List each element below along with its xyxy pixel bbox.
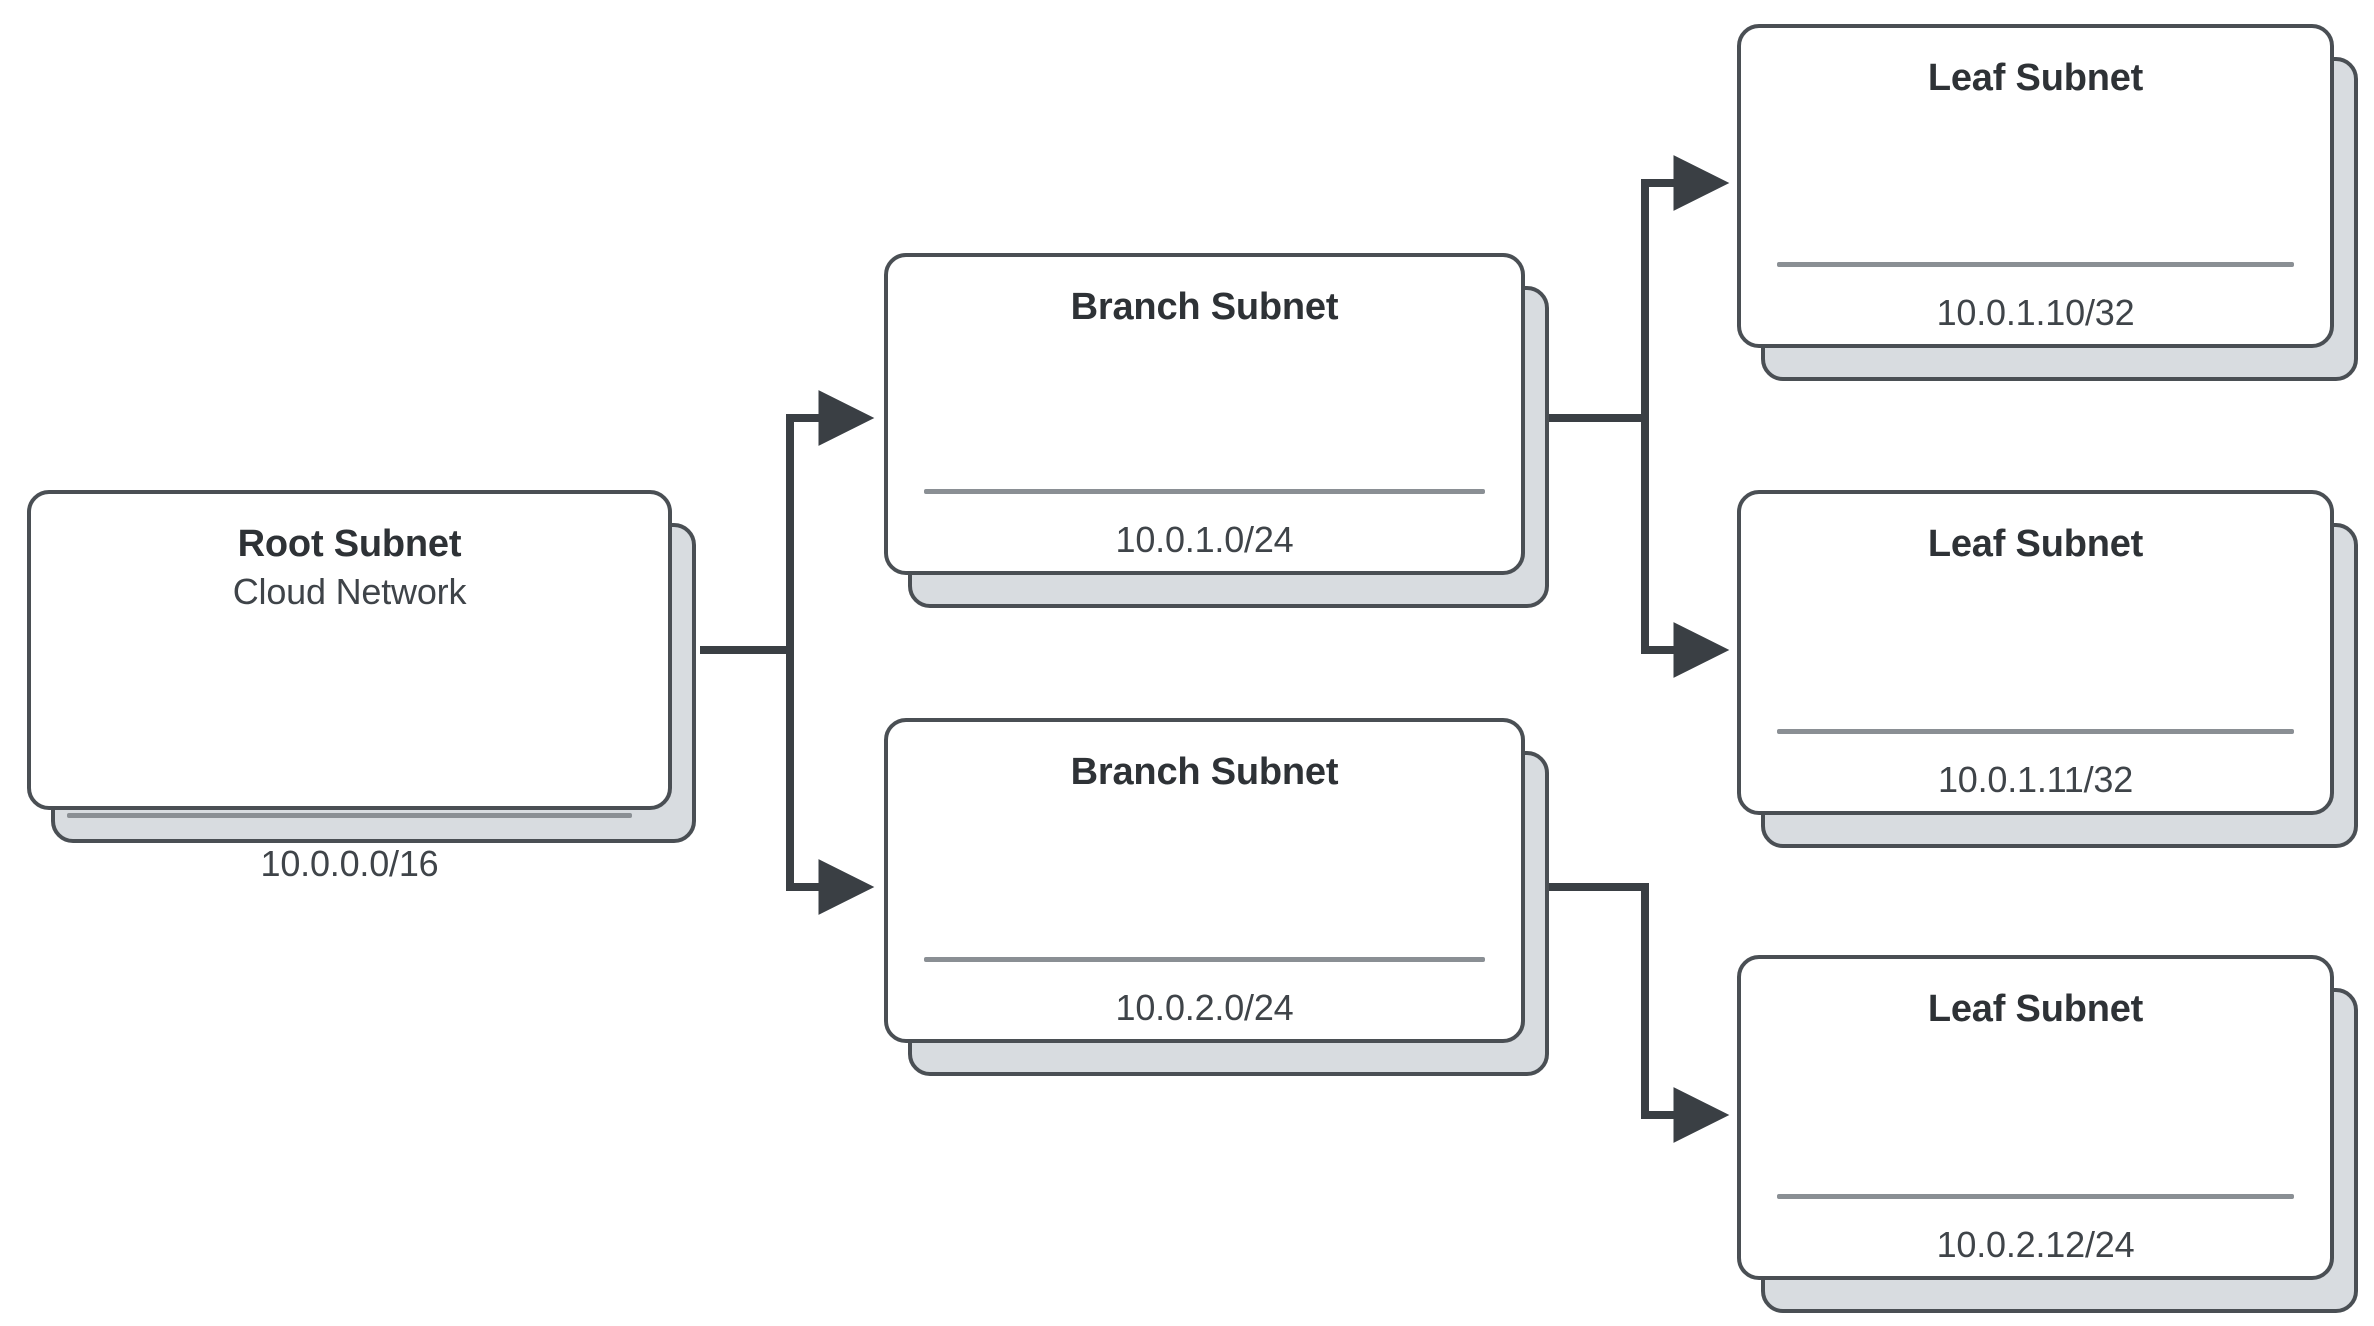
- card-body: 10.0.2.0/24: [888, 797, 1521, 1039]
- node-leaf-subnet-3[interactable]: Leaf Subnet 10.0.2.12/24: [1737, 955, 2358, 1313]
- node-title: Root Subnet: [237, 523, 462, 565]
- node-cidr: 10.0.2.12/24: [1936, 1223, 2135, 1265]
- card-face: Leaf Subnet 10.0.1.11/32: [1737, 490, 2334, 815]
- card-header: Leaf Subnet: [1741, 959, 2330, 1034]
- node-title: Branch Subnet: [1070, 751, 1339, 793]
- card-body: 10.0.1.10/32: [1741, 103, 2330, 344]
- card-face: Branch Subnet 10.0.2.0/24: [884, 718, 1525, 1043]
- card-face: Leaf Subnet 10.0.1.10/32: [1737, 24, 2334, 348]
- card-header: Leaf Subnet: [1741, 28, 2330, 103]
- node-subtitle: Cloud Network: [232, 570, 467, 612]
- card-body: 10.0.1.11/32: [1741, 569, 2330, 811]
- card-divider: [1777, 728, 2294, 734]
- card-body: 10.0.2.12/24: [1741, 1034, 2330, 1276]
- card-header: Leaf Subnet: [1741, 494, 2330, 569]
- node-cidr: 10.0.0.0/16: [260, 843, 439, 885]
- card-divider: [1777, 261, 2294, 267]
- card-face: Leaf Subnet 10.0.2.12/24: [1737, 955, 2334, 1280]
- node-leaf-subnet-2[interactable]: Leaf Subnet 10.0.1.11/32: [1737, 490, 2358, 848]
- node-cidr: 10.0.2.0/24: [1115, 986, 1294, 1028]
- node-cidr: 10.0.1.11/32: [1937, 758, 2134, 800]
- node-root-subnet[interactable]: Root Subnet Cloud Network 10.0.0.0/16: [27, 490, 696, 884]
- node-title: Leaf Subnet: [1927, 523, 2144, 565]
- card-header: Branch Subnet: [888, 257, 1521, 332]
- edge-root-to-branch-2: [700, 646, 875, 915]
- node-cidr: 10.0.1.10/32: [1936, 291, 2135, 333]
- node-title: Branch Subnet: [1070, 286, 1339, 328]
- card-divider: [67, 813, 632, 819]
- card-divider: [924, 956, 1485, 962]
- card-divider: [924, 488, 1485, 494]
- node-leaf-subnet-1[interactable]: Leaf Subnet 10.0.1.10/32: [1737, 24, 2358, 381]
- node-title: Leaf Subnet: [1927, 988, 2144, 1030]
- node-branch-subnet-2[interactable]: Branch Subnet 10.0.2.0/24: [884, 718, 1549, 1076]
- card-header: Branch Subnet: [888, 722, 1521, 797]
- card-header: Root Subnet Cloud Network: [31, 494, 668, 615]
- node-title: Leaf Subnet: [1927, 57, 2144, 99]
- node-cidr: 10.0.1.0/24: [1115, 518, 1294, 560]
- node-branch-subnet-1[interactable]: Branch Subnet 10.0.1.0/24: [884, 253, 1549, 608]
- edge-root-to-branch-1: [700, 390, 875, 654]
- card-divider: [1777, 1193, 2294, 1199]
- card-face: Branch Subnet 10.0.1.0/24: [884, 253, 1525, 575]
- card-body: 10.0.0.0/16: [31, 615, 668, 884]
- card-face: Root Subnet Cloud Network 10.0.0.0/16: [27, 490, 672, 884]
- card-body: 10.0.1.0/24: [888, 332, 1521, 571]
